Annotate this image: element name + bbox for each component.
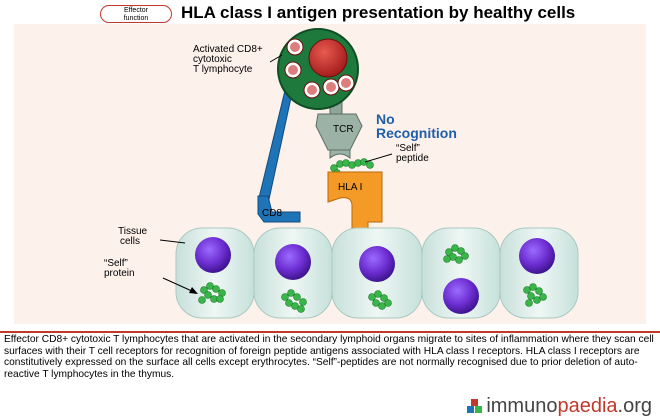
no-recognition-label-line-1: No — [376, 111, 395, 127]
granule-3 — [303, 81, 321, 99]
brand-part-1: immuno — [486, 395, 558, 417]
hla-label: HLA I — [338, 182, 362, 193]
nucleus-1 — [195, 237, 231, 273]
brand-part-3: .org — [617, 395, 652, 417]
tcr-label: TCR — [333, 124, 354, 135]
self-protein-label-line-2: protein — [104, 268, 135, 279]
label-pointers — [159, 54, 393, 244]
nucleus-5 — [519, 238, 555, 274]
ctl-label-line-3: T lymphocyte — [193, 64, 253, 75]
self-protein-2 — [281, 289, 307, 313]
self-protein-5 — [523, 283, 547, 307]
granule-1 — [286, 38, 304, 56]
self-protein-3 — [368, 290, 392, 310]
nucleus-3 — [359, 246, 395, 282]
tissue-cells — [175, 227, 579, 319]
self-peptide-pointer — [364, 153, 393, 163]
badge-line-1: Effector — [124, 7, 148, 14]
self-peptide-label-line-2: peptide — [396, 153, 429, 164]
granule-4 — [322, 78, 340, 96]
caption-divider — [0, 331, 660, 333]
tissue-pointer — [159, 239, 186, 244]
cytotoxic-t-lymphocyte — [277, 28, 359, 110]
cd8-label: CD8 — [262, 208, 282, 219]
effector-function-badge: Effector function — [100, 5, 172, 23]
badge-line-2: function — [123, 15, 149, 22]
immunopaedia-logo: immunopaedia.org — [467, 395, 652, 418]
figure-caption: Effector CD8+ cytotoxic T lymphocytes th… — [4, 334, 654, 380]
tissue-cells-label-line-2: cells — [120, 236, 140, 247]
nucleus-2 — [275, 244, 311, 280]
antigen-presentation-diagram: Activated CD8+ cytotoxic T lymphocyte TC… — [104, 28, 579, 319]
brand-part-2: paedia — [557, 395, 618, 417]
ctl-label-line-1: Activated CD8+ — [193, 44, 263, 55]
no-recognition-label-line-2: Recognition — [376, 125, 457, 141]
nucleus-4 — [443, 278, 479, 314]
granule-5 — [337, 74, 355, 92]
self-protein-arrow — [162, 277, 198, 294]
self-protein-4 — [443, 244, 469, 264]
self-protein-clusters — [198, 244, 547, 313]
granule-2 — [284, 61, 302, 79]
tissue-cells-label-line-1: Tissue — [118, 226, 148, 237]
self-protein-label-line-1: “Self” — [104, 258, 128, 269]
self-peptide-label-line-1: “Self” — [396, 143, 420, 154]
ctl-label-line-2: cytotoxic — [193, 54, 232, 65]
ctl-pointer — [269, 54, 283, 63]
self-protein-1 — [198, 282, 226, 304]
slide-title: HLA class I antigen presentation by heal… — [181, 3, 576, 22]
cube-logo-icon — [467, 399, 483, 413]
